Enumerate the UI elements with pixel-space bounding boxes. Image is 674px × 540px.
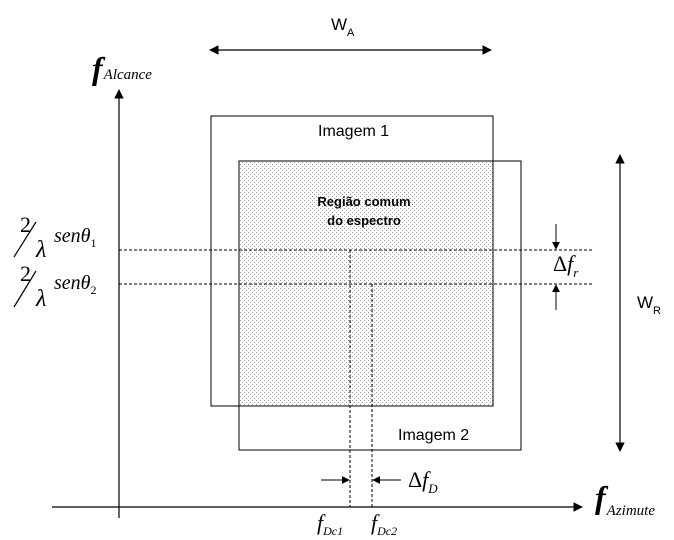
svg-text:λ: λ <box>35 237 46 263</box>
common-region-label-line2: do espectro <box>327 213 401 228</box>
svg-text:senθ2: senθ2 <box>54 272 97 297</box>
range-freq-2-label: 2 λ senθ2 <box>13 261 97 312</box>
range-freq-1-label: 2 λ senθ1 <box>13 212 97 263</box>
vertical-axis-label: fAlcance <box>92 50 152 86</box>
doppler-centroid-1-label: fDc1 <box>317 510 343 538</box>
svg-text:2: 2 <box>20 261 31 286</box>
delta-fr-label: Δfr <box>553 251 579 280</box>
image-1-rect <box>210 115 494 407</box>
horizontal-axis-label: fAzimute <box>595 479 655 519</box>
image-2-label: Imagem 2 <box>398 427 469 444</box>
range-width-label: WR <box>637 293 661 317</box>
svg-text:senθ1: senθ1 <box>54 225 97 250</box>
svg-text:λ: λ <box>35 286 46 312</box>
common-region-label-line1: Região comum <box>317 194 410 209</box>
delta-fd-label: ΔfD <box>408 467 438 496</box>
image-1-label: Imagem 1 <box>318 123 389 140</box>
image-2-rect <box>238 160 522 451</box>
doppler-centroid-2-label: fDc2 <box>371 510 397 538</box>
azimuth-width-label: WA <box>331 15 355 39</box>
svg-text:2: 2 <box>20 212 31 237</box>
